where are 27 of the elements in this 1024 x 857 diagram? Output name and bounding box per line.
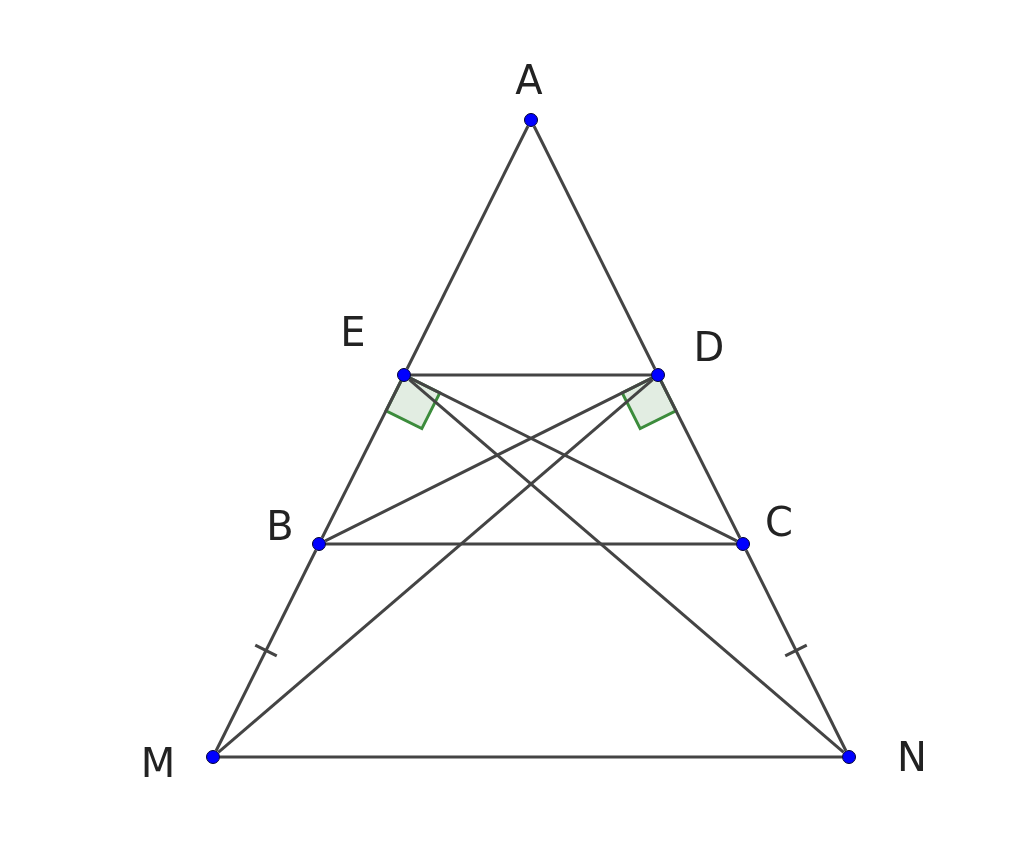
line-segment: [744, 549, 848, 752]
line-segment: [326, 542, 736, 546]
point-label: M: [140, 743, 176, 783]
line-segment: [324, 376, 653, 543]
point-label: E: [340, 312, 366, 352]
line-segment: [220, 755, 842, 759]
point-dot: [651, 368, 665, 382]
line-segment: [214, 549, 318, 752]
point-dot: [842, 750, 856, 764]
line-segment: [659, 380, 742, 539]
point-dot: [524, 113, 538, 127]
point-dot: [312, 537, 326, 551]
point-dot: [397, 368, 411, 382]
line-segment: [409, 376, 738, 543]
point-label: D: [693, 327, 725, 367]
line-segment: [405, 125, 530, 370]
point-label: C: [765, 502, 793, 542]
line-segment: [217, 378, 654, 754]
line-segment: [320, 380, 403, 539]
line-segment: [408, 378, 845, 754]
line-segment: [411, 373, 651, 377]
point-dot: [206, 750, 220, 764]
point-label: A: [515, 60, 543, 100]
line-segment: [532, 125, 657, 370]
point-dot: [736, 537, 750, 551]
point-label: B: [266, 506, 294, 546]
point-label: N: [897, 737, 927, 777]
